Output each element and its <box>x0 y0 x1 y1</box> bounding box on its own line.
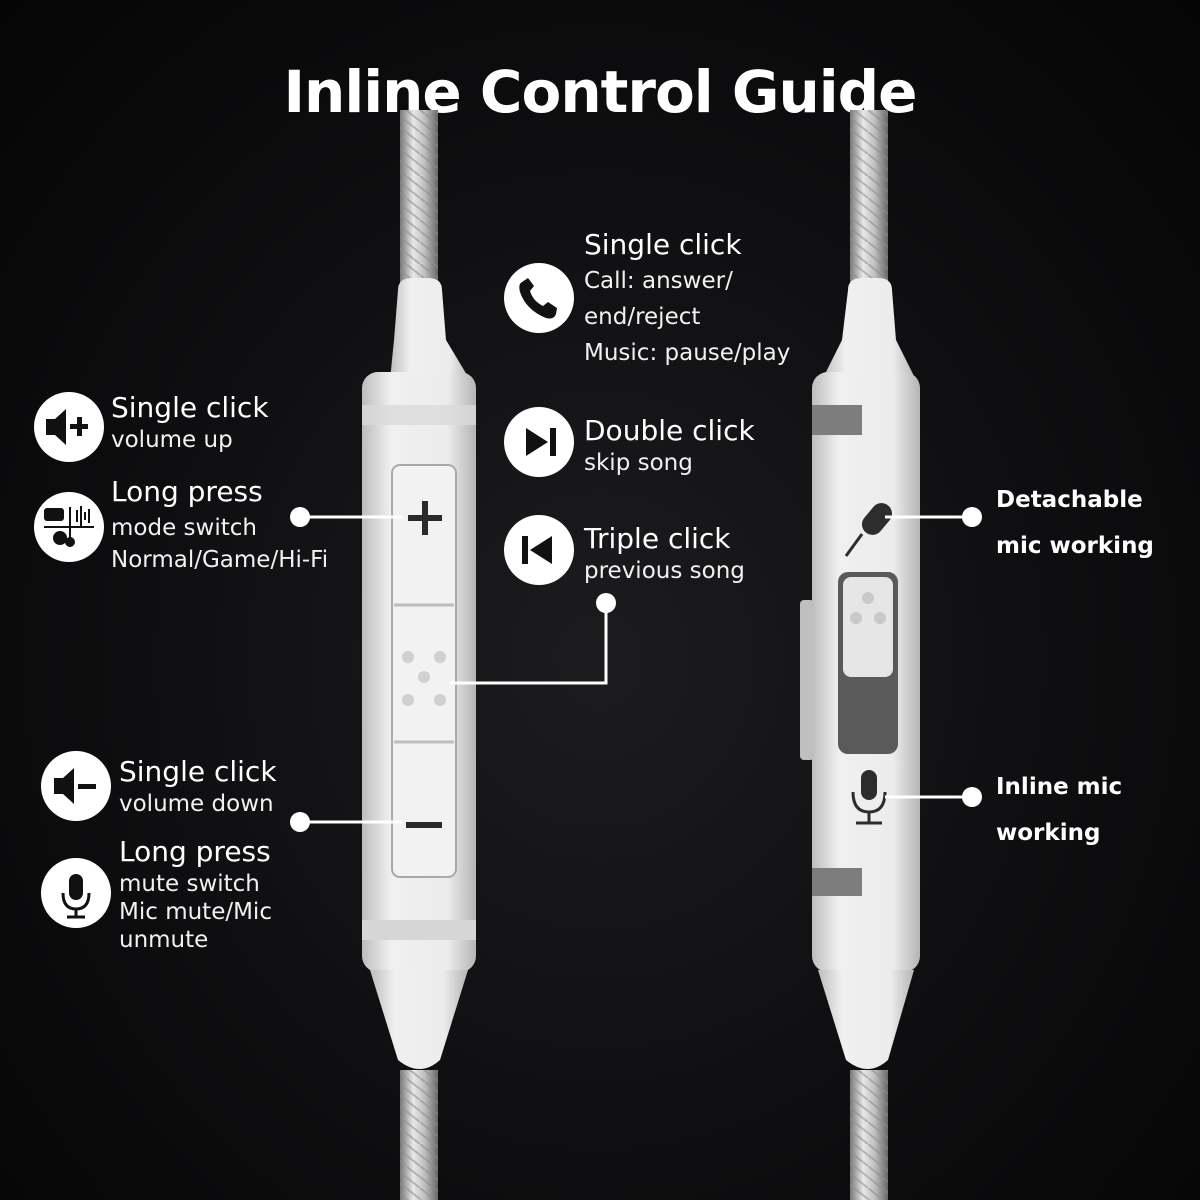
prev-desc: previous song <box>584 558 745 584</box>
mode-callout: Long press mode switch Normal/Game/Hi-Fi <box>111 474 328 574</box>
vol-up-callout: Single click volume up <box>111 390 269 454</box>
callout-dots <box>290 507 982 832</box>
prev-heading: Triple click <box>584 522 731 555</box>
call-callout: Single click Call: answer/ end/reject Mu… <box>584 227 790 371</box>
vol-down-heading: Single click <box>119 755 277 788</box>
microphone-icon <box>41 858 111 928</box>
mode-heading: Long press <box>111 475 263 508</box>
mute-desc-2: Mic mute/Mic <box>119 899 272 925</box>
skip-next-icon <box>504 407 574 477</box>
mode-switch-icon <box>34 492 104 562</box>
prev-callout: Triple click previous song <box>584 521 745 585</box>
inline-line-2: working <box>996 820 1101 846</box>
mute-desc-3: unmute <box>119 927 209 953</box>
volume-down-icon <box>41 751 111 821</box>
detachable-line-1: Detachable <box>996 487 1143 513</box>
detachable-line-2: mic working <box>996 533 1154 559</box>
detachable-mic-icon <box>844 503 892 557</box>
right-remote <box>800 110 920 1200</box>
multi-function-dots <box>402 651 446 706</box>
skip-callout: Double click skip song <box>584 413 755 477</box>
volume-up-icon <box>34 392 104 462</box>
mode-options: Normal/Game/Hi-Fi <box>111 547 329 573</box>
skip-previous-icon <box>504 515 574 585</box>
skip-heading: Double click <box>584 414 755 447</box>
vol-up-desc: volume up <box>111 427 233 453</box>
inline-mic-icon <box>851 770 887 825</box>
call-line-3: Music: pause/play <box>584 340 791 366</box>
mode-desc: mode switch <box>111 515 257 541</box>
call-line-1: Call: answer/ <box>584 268 733 294</box>
vol-down-callout: Single click volume down <box>119 754 277 818</box>
call-line-2: end/reject <box>584 304 701 330</box>
left-remote <box>362 110 476 1200</box>
inline-mic-callout: Inline mic working <box>996 764 1122 856</box>
vol-down-desc: volume down <box>119 791 274 817</box>
mic-slider-knob <box>843 577 893 677</box>
call-heading: Single click <box>584 228 742 261</box>
minus-mark <box>406 822 442 828</box>
page-title: Inline Control Guide <box>283 58 917 126</box>
mute-callout: Long press mute switch Mic mute/Mic unmu… <box>119 834 272 954</box>
callout-lines <box>300 515 972 824</box>
mute-heading: Long press <box>119 835 271 868</box>
detachable-mic-callout: Detachable mic working <box>996 477 1154 569</box>
skip-desc: skip song <box>584 450 693 476</box>
mute-desc: mute switch <box>119 871 260 897</box>
vol-up-heading: Single click <box>111 391 269 424</box>
inline-line-1: Inline mic <box>996 774 1123 800</box>
phone-icon <box>504 263 574 333</box>
